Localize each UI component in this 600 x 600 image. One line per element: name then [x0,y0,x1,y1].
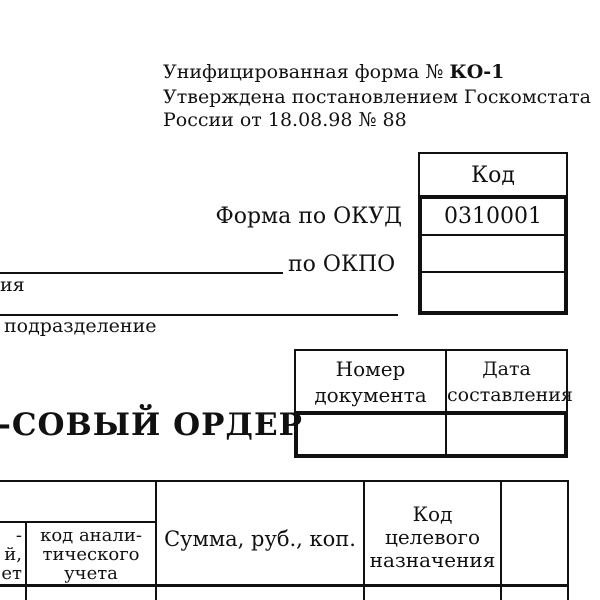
grid-col-target-line-2: целевого [384,525,481,549]
grid-col-analytic: код анали- тического учета [27,526,155,584]
okpo-cell[interactable] [422,238,564,273]
grid-divider-2 [363,480,365,600]
doc-date-input[interactable] [447,415,564,454]
okud-cell[interactable]: 0310001 [422,199,564,236]
grid-divider-1 [155,480,157,600]
doc-number-header-text: Номер документа [314,357,427,407]
organization-field-line[interactable] [0,272,283,274]
code-column-header: Код [418,152,568,195]
code-extra-cell[interactable] [422,275,564,311]
grid-col-target-line-3: назначения [369,548,496,572]
okpo-label: по ОКПО [288,252,396,277]
codes-box [418,195,568,315]
doc-header-box [294,349,568,411]
doc-number-input[interactable] [298,415,444,454]
grid-col-analytic-line-3: учета [64,563,118,584]
form-code: КО-1 [449,61,505,83]
code-column-title: Код [471,163,515,188]
grid-col-sum-text: Сумма, руб., коп. [164,527,356,551]
grid-col-left-line-1: - [15,525,22,546]
grid-top-border [0,480,569,482]
grid-col-target-line-1: Код [412,502,453,526]
form-header-line-3: России от 18.08.98 № 88 [163,109,407,131]
grid-col-analytic-line-1: код анали- [40,525,142,546]
doc-values-divider [445,413,447,456]
grid-right-border [567,480,569,600]
grid-subheader-line [0,521,157,523]
form-header-line-2: Утверждена постановлением Госкомстата [163,86,591,108]
department-caption: подразделение [4,315,157,337]
form-header-line-1: Унифицированная форма № КО-1 [163,61,504,84]
grid-col-left-line-2: й, [4,544,22,565]
doc-header-divider [445,349,447,411]
grid-col-left-line-3: ет [1,563,22,584]
grid-divider-3 [500,480,502,600]
grid-divider-sub [25,521,27,600]
department-field-line[interactable] [0,314,398,316]
form-header-prefix: Унифицированная форма № [163,61,444,83]
grid-col-analytic-line-2: тического [42,544,140,565]
grid-col-sum: Сумма, руб., коп. [157,527,363,557]
organization-caption: ия [0,274,25,296]
okud-value: 0310001 [444,204,542,229]
doc-date-header-text: Дата составления [447,358,573,406]
doc-date-header: Дата составления [447,356,573,412]
doc-values-box [294,411,568,458]
grid-header-bottom [0,584,569,587]
grid-col-left-fragment: - й, ет [0,526,24,584]
grid-col-target: Код целевого назначения [365,503,500,583]
okud-label: Форма по ОКУД [215,204,402,229]
document-title: -СОВЫЙ ОРДЕР [0,407,303,443]
doc-number-header: Номер документа [296,356,445,412]
